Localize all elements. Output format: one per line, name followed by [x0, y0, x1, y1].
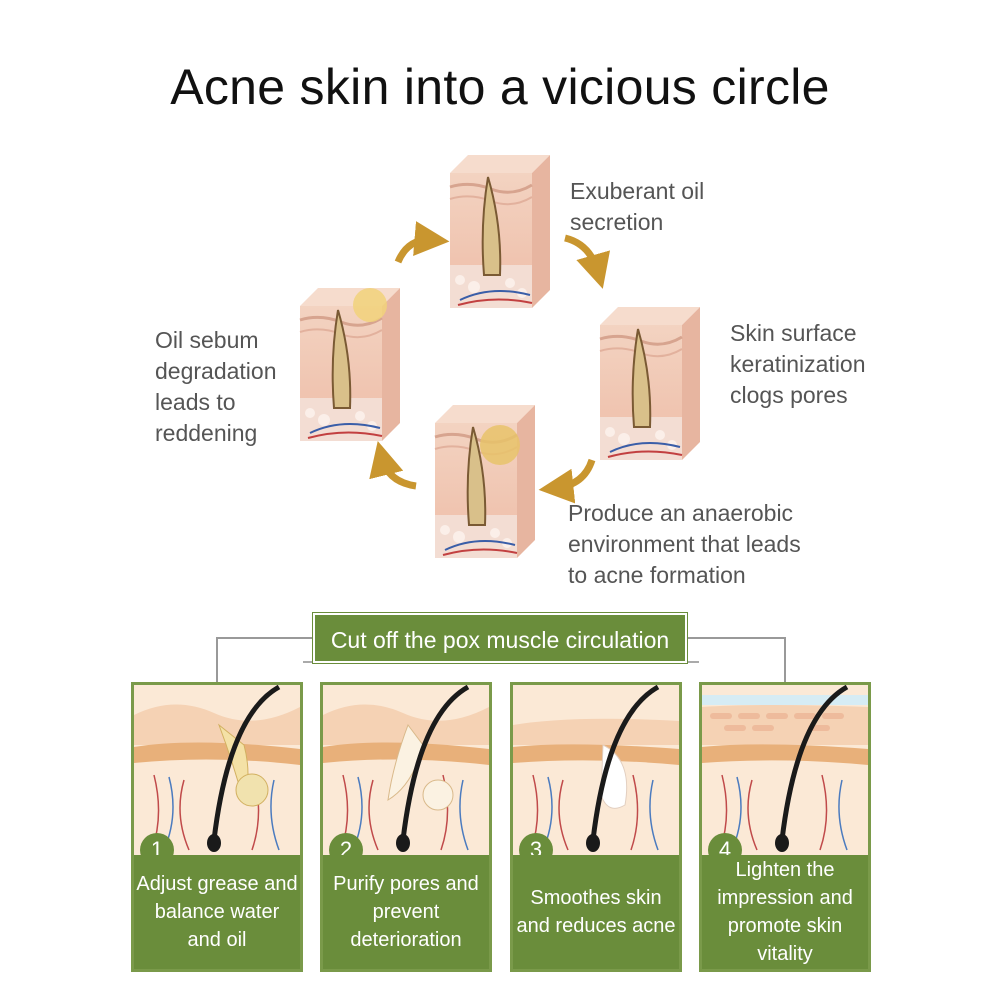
skin-block-bottom: [433, 403, 537, 560]
step-panel-3: 3 Smoothes skin and reduces acne: [510, 682, 682, 972]
caption-keratinization: Skin surface keratinization clogs pores: [730, 320, 866, 408]
step-text-3: Smoothes skin and reduces acne: [513, 855, 679, 969]
step-panel-1: 1 Adjust grease and balance water and oi…: [131, 682, 303, 972]
step-panel-2: 2 Purify pores and prevent deterioration: [320, 682, 492, 972]
arrow-right-to-bottom: [538, 458, 596, 504]
step-panel-4: 4 Lighten the impression and promote ski…: [699, 682, 871, 972]
caption-oil-secretion: Exuberant oil secretion: [570, 178, 705, 235]
skin-illustration-2: [323, 685, 489, 855]
cycle-diagram: [298, 153, 702, 560]
page-title: Acne skin into a vicious circle: [170, 59, 830, 115]
banner: Cut off the pox muscle circulation: [312, 612, 688, 664]
arrow-left-to-top: [394, 221, 450, 264]
arrow-top-to-right: [564, 234, 611, 289]
step-text-2: Purify pores and prevent deterioration: [323, 855, 489, 969]
step-text-4: Lighten the impression and promote skin …: [702, 855, 868, 969]
caption-anaerobic: Produce an anaerobic environment that le…: [568, 500, 801, 588]
pimple-bottom: [480, 425, 520, 465]
arrow-bottom-to-left: [369, 441, 417, 490]
skin-block-top: [448, 153, 552, 310]
skin-block-right: [598, 305, 702, 462]
caption-reddening: Oil sebum degradation leads to reddening: [155, 327, 277, 446]
skin-illustration-3: [513, 685, 679, 855]
skin-illustration-4: [702, 685, 868, 855]
skin-illustration-1: [134, 685, 300, 855]
step-text-1: Adjust grease and balance water and oil: [134, 855, 300, 969]
pimple-left: [353, 288, 387, 322]
